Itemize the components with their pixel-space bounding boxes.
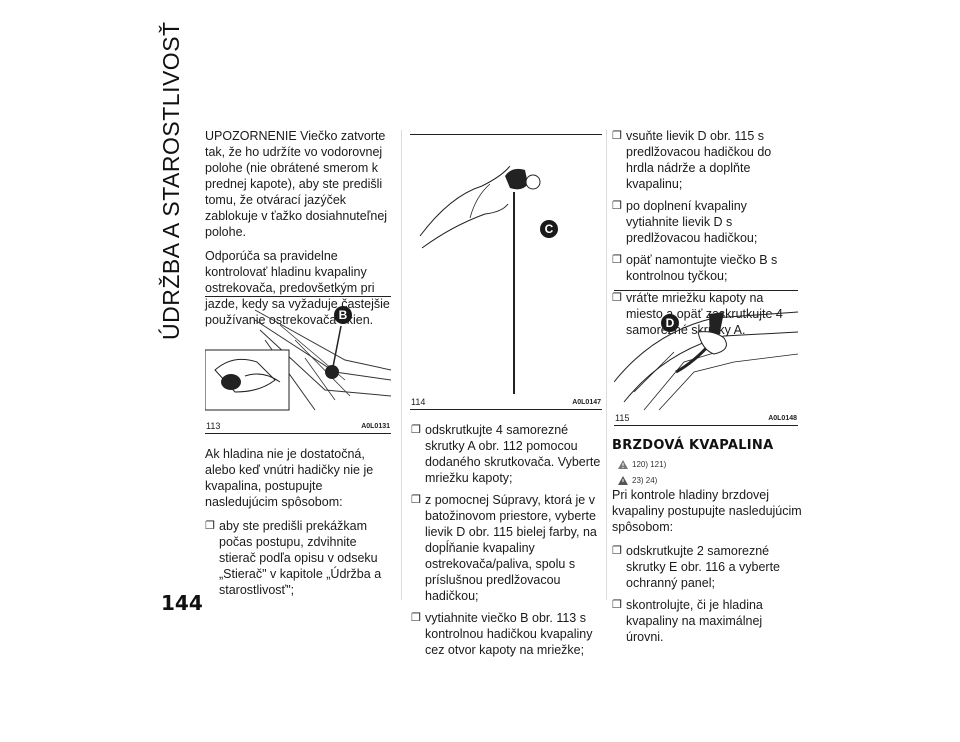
checkbox-bullet-icon: ❐	[612, 545, 622, 557]
list-item: ❐ po doplnení kvapaliny vytiahnite lievi…	[612, 198, 798, 246]
column-left-lower: Ak hladina nie je dostatočná, alebo keď …	[205, 446, 391, 604]
checkbox-bullet-icon: ❐	[411, 494, 421, 506]
list-item-text: odskrutkujte 4 samorezné skrutky A obr. …	[425, 423, 601, 485]
column-divider	[401, 130, 402, 600]
list-item-text: skontrolujte, či je hladina kvapaliny na…	[626, 598, 763, 644]
checkbox-bullet-icon: ❐	[411, 424, 421, 436]
column-right-lower: Pri kontrole hladiny brzdovej kvapaliny …	[612, 487, 802, 651]
list-item: ❐ z pomocnej Súpravy, ktorá je v batožin…	[411, 492, 603, 604]
caution-refs: 23) 24)	[632, 476, 658, 485]
list-item-text: odskrutkujte 2 samorezné skrutky E obr. …	[626, 544, 781, 590]
checkbox-bullet-icon: ❐	[612, 599, 622, 611]
warning-ref-line: 120) 121)	[618, 460, 666, 469]
figure-114: C 114 A0L0147	[410, 134, 602, 410]
figure-code: A0L0148	[768, 415, 797, 422]
chapter-side-title: ÚDRŽBA A STAROSTLIVOSŤ	[158, 21, 184, 340]
figure-115-illustration	[614, 311, 798, 411]
figure-number: 114	[411, 397, 426, 407]
checkbox-bullet-icon: ❐	[612, 254, 622, 266]
checkbox-bullet-icon: ❐	[612, 130, 622, 142]
label-c-badge: C	[540, 220, 558, 238]
label-d-badge: D	[661, 314, 679, 332]
figure-113: B 113 A0L0131	[205, 296, 391, 434]
checkbox-bullet-icon: ❐	[411, 612, 421, 624]
caution-icon	[618, 476, 628, 485]
figure-number: 115	[615, 413, 630, 423]
page-number: 144	[161, 591, 203, 615]
label-b-badge: B	[334, 306, 352, 324]
list-item-text: opäť namontujte viečko B s kontrolnou ty…	[626, 253, 778, 283]
warning-paragraph: UPOZORNENIE Viečko zatvorte tak, že ho u…	[205, 129, 388, 239]
list-item: ❐ aby ste predišli prekážkam počas postu…	[205, 518, 391, 598]
list-item-text: po doplnení kvapaliny vytiahnite lievik …	[626, 199, 758, 245]
figure-code: A0L0147	[572, 399, 601, 406]
caution-ref-line: 23) 24)	[618, 476, 657, 485]
list-item: ❐ vytiahnite viečko B obr. 113 s kontrol…	[411, 610, 603, 658]
list-item-text: z pomocnej Súpravy, ktorá je v batožinov…	[425, 493, 597, 603]
list-item-text: vytiahnite viečko B obr. 113 s kontrolno…	[425, 611, 593, 657]
warning-triangle-icon	[618, 460, 628, 469]
figure-114-illustration	[419, 165, 541, 394]
checkbox-bullet-icon: ❐	[612, 200, 622, 212]
list-item: ❐ skontrolujte, či je hladina kvapaliny …	[612, 597, 802, 645]
column-middle: ❐ odskrutkujte 4 samorezné skrutky A obr…	[411, 422, 603, 664]
list-item-text: aby ste predišli prekážkam počas postupu…	[219, 519, 382, 597]
list-item: ❐ odskrutkujte 2 samorezné skrutky E obr…	[612, 543, 802, 591]
list-item: ❐ odskrutkujte 4 samorezné skrutky A obr…	[411, 422, 603, 486]
warning-refs: 120) 121)	[632, 460, 667, 469]
column-divider	[606, 130, 607, 600]
checkbox-bullet-icon: ❐	[612, 292, 622, 304]
paragraph-brake-check: Pri kontrole hladiny brzdovej kvapaliny …	[612, 488, 802, 534]
figure-115: D 115 A0L0148	[614, 290, 798, 426]
figure-code: A0L0131	[361, 423, 390, 430]
figure-113-illustration	[205, 309, 391, 411]
paragraph-procedure: Ak hladina nie je dostatočná, alebo keď …	[205, 447, 374, 509]
list-item: ❐ vsuňte lievik D obr. 115 s predlžovaco…	[612, 128, 798, 192]
checkbox-bullet-icon: ❐	[205, 520, 215, 532]
figure-number: 113	[206, 421, 221, 431]
list-item-text: vsuňte lievik D obr. 115 s predlžovacou …	[626, 129, 772, 191]
section-heading: BRZDOVÁ KVAPALINA	[612, 438, 774, 453]
list-item: ❐ opäť namontujte viečko B s kontrolnou …	[612, 252, 798, 284]
